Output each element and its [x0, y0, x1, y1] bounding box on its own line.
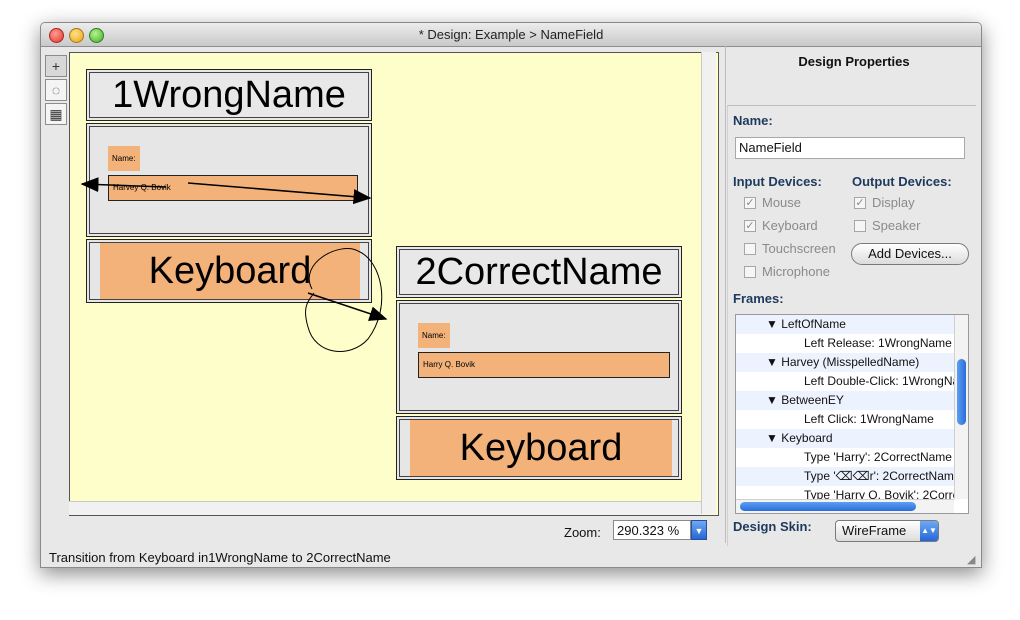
frames-vertical-scrollbar[interactable]: [954, 315, 968, 499]
tree-item[interactable]: ▼ BetweenEY: [736, 391, 968, 410]
design-skin-select[interactable]: WireFrame ▲▼: [835, 520, 939, 542]
checkbox-label: Keyboard: [762, 218, 818, 233]
frame-1wrongname-title[interactable]: 1WrongName: [86, 69, 372, 121]
name-label-widget[interactable]: Name:: [418, 323, 450, 348]
tree-item[interactable]: Left Release: 1WrongName: [804, 336, 952, 350]
checkbox-label: Mouse: [762, 195, 802, 210]
tree-item[interactable]: ▼ LeftOfName: [736, 315, 968, 334]
input-device-mouse-checkbox[interactable]: ✓ Mouse: [744, 195, 801, 210]
zoom-combo-input[interactable]: 290.323 %: [613, 520, 691, 540]
zoom-dropdown-chevron-down-icon[interactable]: ▼: [691, 520, 707, 540]
checkmark-icon: ✓: [744, 196, 756, 209]
frames-horizontal-scrollbar[interactable]: [736, 499, 954, 513]
scroll-thumb[interactable]: [957, 359, 966, 425]
frames-label: Frames:: [733, 291, 784, 306]
tree-item[interactable]: Left Double-Click: 1WrongName: [804, 374, 969, 388]
close-window-button[interactable]: [49, 28, 64, 43]
app-window: * Design: Example > NameField + ◌ ▦ 1Wro…: [40, 22, 982, 568]
name-field-widget[interactable]: Harry Q. Bovik: [418, 352, 670, 378]
status-text: Transition from Keyboard in1WrongName to…: [49, 550, 391, 565]
resize-grip-icon[interactable]: ◢: [967, 554, 976, 566]
add-widget-tool-icon[interactable]: +: [45, 55, 67, 77]
tree-item[interactable]: Left Click: 1WrongName: [804, 412, 934, 426]
lasso-tool-icon[interactable]: ◌: [45, 79, 67, 101]
design-skin-label: Design Skin:: [733, 519, 812, 534]
design-canvas[interactable]: 1WrongName Name: Harvey Q. Bovik Keyboar…: [69, 52, 719, 516]
tree-item[interactable]: ▼ Keyboard: [736, 429, 968, 448]
properties-panel: [727, 105, 976, 546]
tree-item[interactable]: Type 'Harry': 2CorrectName: [804, 450, 952, 464]
scroll-thumb[interactable]: [740, 502, 916, 511]
tree-item[interactable]: Type 'Harry Q. Bovik': 2CorrectName: [804, 488, 968, 502]
keyboard-widget[interactable]: Keyboard: [100, 243, 360, 299]
tree-item[interactable]: ▼ Harvey (MisspelledName): [736, 353, 968, 372]
canvas-vertical-scrollbar[interactable]: [701, 52, 716, 514]
updown-arrows-icon: ▲▼: [920, 521, 938, 541]
frame-title-text: 2CorrectName: [415, 251, 663, 293]
frames-tree[interactable]: ▼ LeftOfName Left Release: 1WrongName ▼ …: [735, 314, 969, 514]
design-properties-title: Design Properties: [798, 54, 910, 69]
keyboard-widget[interactable]: Keyboard: [410, 420, 672, 476]
zoom-window-button[interactable]: [89, 28, 104, 43]
canvas-horizontal-scrollbar[interactable]: [69, 501, 701, 515]
name-property-label: Name:: [733, 113, 773, 128]
checkbox-box: [744, 265, 756, 278]
zoom-label: Zoom:: [564, 525, 601, 540]
checkbox-box: [744, 242, 756, 255]
checkmark-icon: ✓: [744, 219, 756, 232]
checkbox-label: Microphone: [762, 264, 830, 279]
checkbox-box: [854, 219, 866, 232]
minimize-window-button[interactable]: [69, 28, 84, 43]
grid-tool-icon[interactable]: ▦: [45, 103, 67, 125]
name-label-widget[interactable]: Name:: [108, 146, 140, 171]
checkbox-label: Display: [872, 195, 915, 210]
checkbox-label: Touchscreen: [762, 241, 836, 256]
checkbox-label: Speaker: [872, 218, 921, 233]
input-device-keyboard-checkbox[interactable]: ✓ Keyboard: [744, 218, 818, 233]
panel-divider[interactable]: [725, 46, 726, 543]
tree-item[interactable]: Type '⌫⌫r': 2CorrectName: [736, 467, 968, 486]
name-field-widget[interactable]: Harvey Q. Bovik: [108, 175, 358, 201]
title-bar: * Design: Example > NameField: [41, 23, 981, 47]
output-device-display-checkbox[interactable]: ✓ Display: [854, 195, 915, 210]
input-device-touchscreen-checkbox[interactable]: Touchscreen: [744, 241, 836, 256]
frame-title-text: 1WrongName: [112, 74, 346, 116]
output-devices-label: Output Devices:: [852, 174, 952, 189]
input-device-microphone-checkbox[interactable]: Microphone: [744, 264, 830, 279]
design-skin-value: WireFrame: [842, 523, 907, 538]
window-title: * Design: Example > NameField: [418, 27, 604, 42]
add-devices-button[interactable]: Add Devices...: [851, 243, 969, 265]
output-device-speaker-checkbox[interactable]: Speaker: [854, 218, 920, 233]
frame-2correctname-title[interactable]: 2CorrectName: [396, 246, 682, 298]
name-property-input[interactable]: NameField: [735, 137, 965, 159]
input-devices-label: Input Devices:: [733, 174, 822, 189]
checkmark-icon: ✓: [854, 196, 866, 209]
